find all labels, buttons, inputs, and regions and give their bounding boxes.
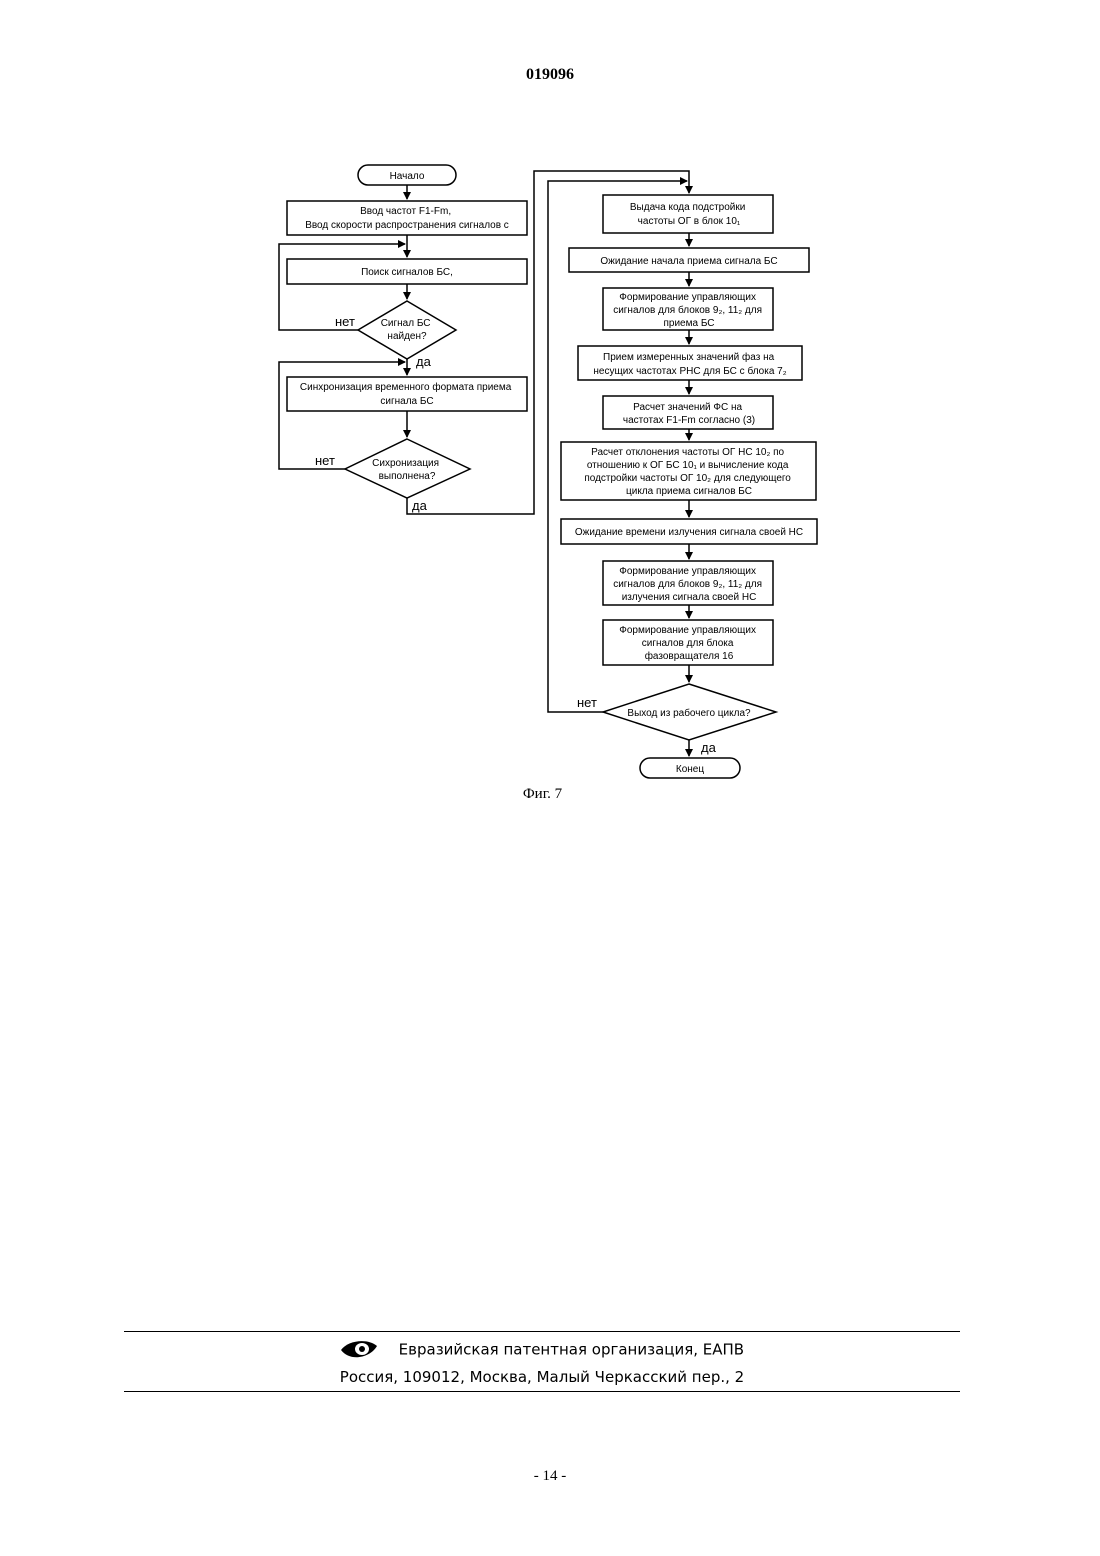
no-label-sync: нет bbox=[315, 453, 335, 468]
no-label-exit: нет bbox=[577, 695, 597, 710]
yes-label-found: да bbox=[416, 354, 432, 369]
eapo-eye-logo-icon bbox=[340, 1338, 378, 1362]
footer-top-rule bbox=[124, 1331, 960, 1332]
yes-label-sync: да bbox=[412, 498, 428, 513]
flowchart: Начало Ввод частот F1-Fm, Ввод скорости … bbox=[0, 0, 1100, 800]
signal-found-decision bbox=[358, 301, 456, 359]
footer-address: Россия, 109012, Москва, Малый Черкасский… bbox=[124, 1368, 960, 1386]
footer-org-name: Евразийская патентная организация, ЕАПВ bbox=[399, 1341, 744, 1359]
start-label: Начало bbox=[390, 171, 425, 182]
page-number: - 14 - bbox=[0, 1468, 1100, 1485]
yes-label-exit: да bbox=[701, 740, 717, 755]
figure-caption: Фиг. 7 bbox=[0, 786, 1085, 803]
no-label-found: нет bbox=[335, 314, 355, 329]
search-label: Поиск сигналов БС, bbox=[361, 267, 453, 278]
footer-bottom-rule bbox=[124, 1391, 960, 1392]
decision-exit-label: Выход из рабочего цикла? bbox=[627, 707, 751, 719]
footer-org-line: Евразийская патентная организация, ЕАПВ bbox=[124, 1338, 960, 1362]
issue-code-block bbox=[603, 195, 773, 233]
end-label: Конец bbox=[676, 764, 704, 775]
wait-receive-label: Ожидание начала приема сигнала БС bbox=[600, 256, 777, 267]
form-emit-label: Формирование управляющих сигналов для бл… bbox=[613, 566, 765, 603]
wait-emit-label: Ожидание времени излучения сигнала своей… bbox=[575, 527, 803, 538]
